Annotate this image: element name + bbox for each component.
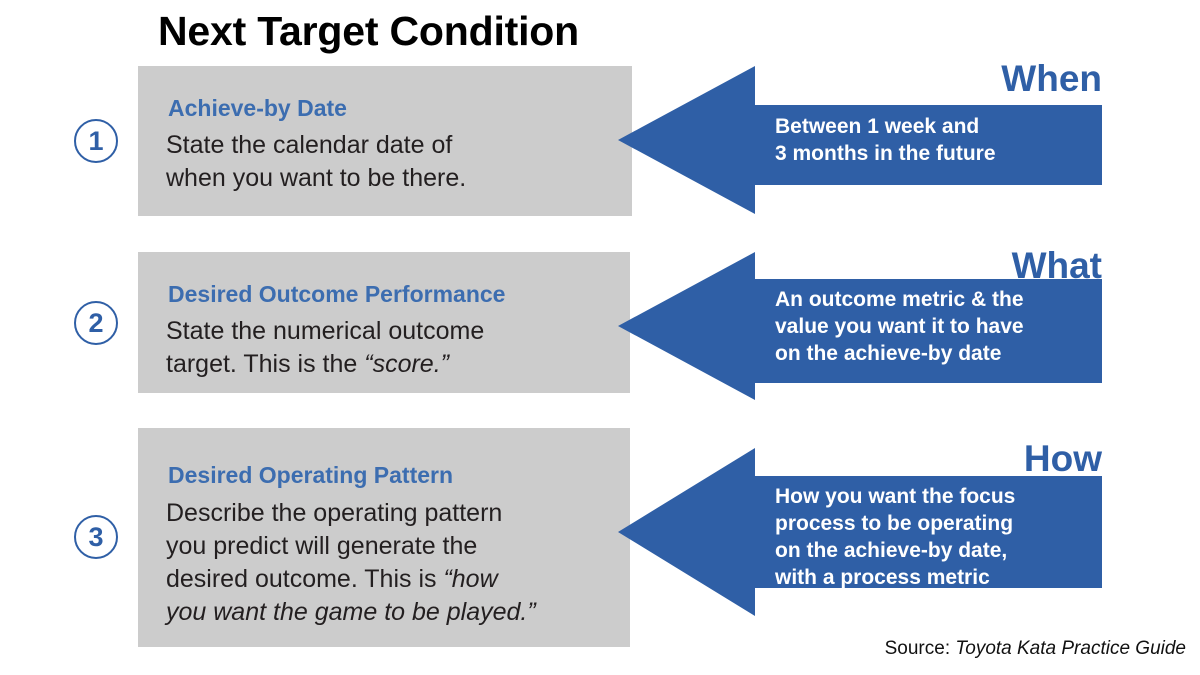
arrow-shape-icon (618, 448, 1102, 616)
callout-text-line: 3 months in the future (775, 142, 996, 165)
callout-label-3: How (1023, 438, 1102, 479)
callout-text-line: with a process metric (775, 566, 990, 589)
step-body-3: Describe the operating pattern you predi… (166, 497, 646, 629)
step-number-badge-2: 2 (74, 301, 118, 345)
arrow-shape-icon (618, 252, 1102, 400)
step-body-line: you predict will generate the (166, 532, 478, 560)
callout-text-2: An outcome metric & the value you want i… (775, 286, 1115, 367)
step-number-1: 1 (88, 125, 104, 156)
callout-text-line: How you want the focus (775, 485, 1016, 508)
callout-arrow-2 (618, 250, 1104, 402)
step-body-line: State the calendar date of (166, 131, 453, 159)
callout-text-line: Between 1 week and (775, 115, 980, 138)
step-box-2 (138, 252, 630, 393)
step-heading-2: Desired Outcome Performance (168, 281, 506, 307)
step-body-line: when you want to be there. (166, 164, 467, 192)
page-title: Next Target Condition (158, 8, 579, 54)
step-heading-3: Desired Operating Pattern (168, 462, 454, 488)
step-number-3: 3 (88, 521, 104, 552)
step-number-2: 2 (88, 307, 104, 338)
callout-text-line: on the achieve-by date (775, 342, 1002, 365)
step-box-3 (138, 428, 630, 647)
step-body-emphasis: you want the game to be played.” (166, 598, 536, 626)
step-heading-1: Achieve-by Date (168, 95, 347, 121)
source-title: Toyota Kata Practice Guide (955, 638, 1186, 659)
callout-label-2: What (1011, 245, 1102, 286)
step-box-1 (138, 66, 632, 216)
callout-text-3: How you want the focus process to be ope… (775, 483, 1115, 591)
callout-arrow-1 (618, 64, 1104, 216)
step-body-line: you want the game to be played.” (166, 596, 646, 629)
callout-text-line: on the achieve-by date, (775, 539, 1008, 562)
source-note: Source: Toyota Kata Practice Guide (885, 638, 1186, 660)
step-number-badge-3: 3 (74, 515, 118, 559)
callout-text-line: value you want it to have (775, 315, 1024, 338)
step-number-badge-1: 1 (74, 119, 118, 163)
callout-arrow-3 (618, 446, 1104, 618)
callout-label-1: When (1001, 58, 1102, 99)
callout-text-line: An outcome metric & the (775, 288, 1024, 311)
step-body-line: target. This is the “score.” (166, 350, 449, 378)
step-body-line: desired outcome. This is “how (166, 565, 498, 593)
callout-text-line: process to be operating (775, 512, 1014, 535)
step-body-emphasis: “score.” (364, 350, 449, 378)
step-body-2: State the numerical outcome target. This… (166, 315, 636, 381)
step-body-line: Describe the operating pattern (166, 499, 503, 527)
step-body-emphasis: “how (443, 565, 498, 593)
step-body-line: State the numerical outcome (166, 317, 485, 345)
step-body-1: State the calendar date of when you want… (166, 129, 636, 195)
callout-text-1: Between 1 week and 3 months in the futur… (775, 113, 1105, 167)
source-prefix: Source: (884, 638, 956, 659)
arrow-shape-icon (618, 66, 1102, 214)
